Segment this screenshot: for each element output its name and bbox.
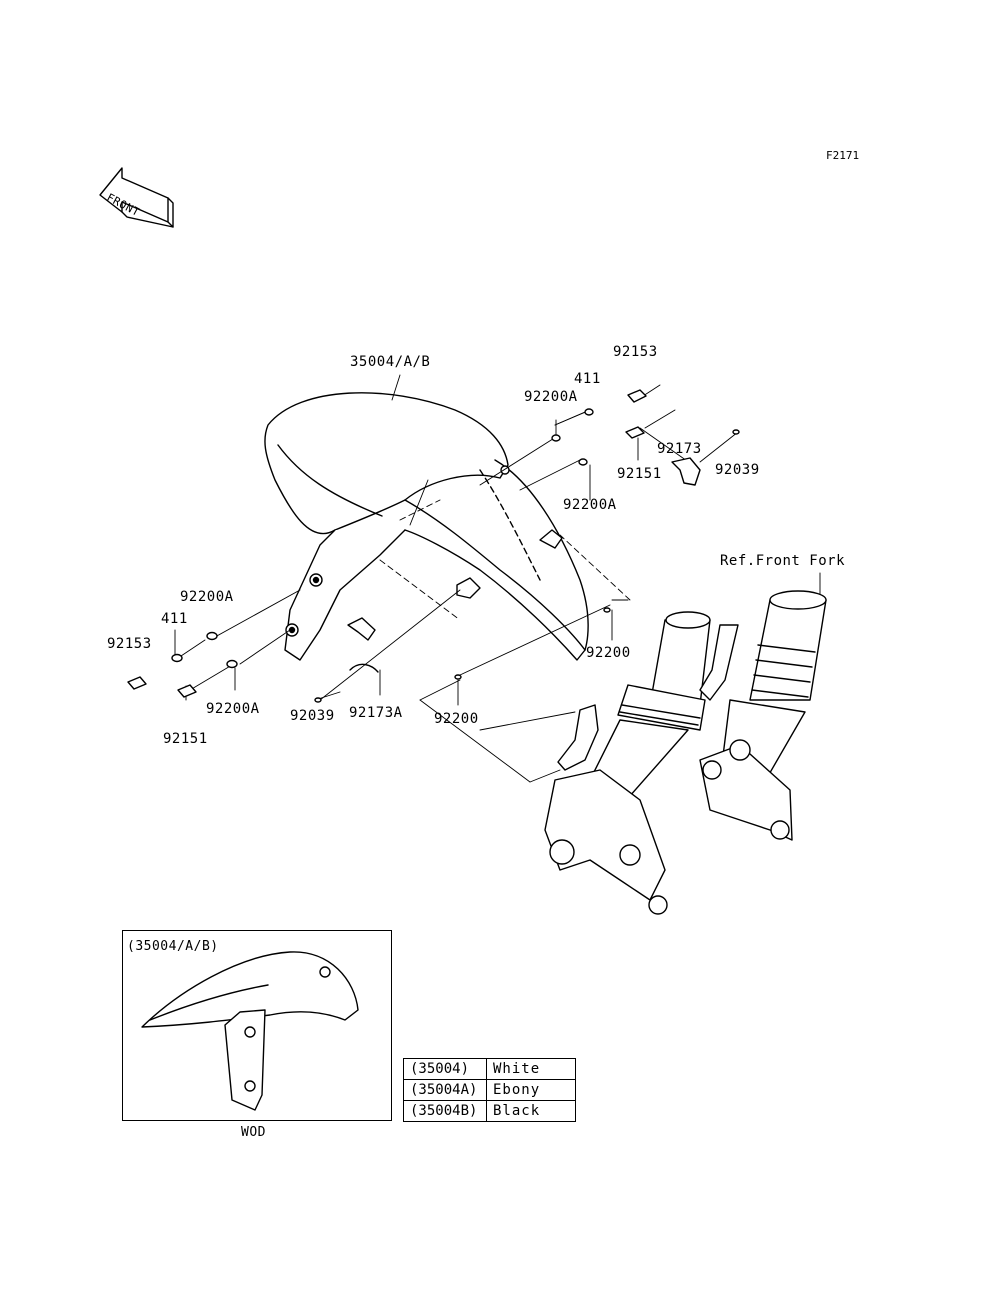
variant-code: (35004) <box>403 1058 487 1080</box>
callout-bolt-top: 92153 <box>613 344 658 360</box>
variant-color: Black <box>486 1100 576 1122</box>
hardware-parts <box>127 389 740 703</box>
callout-washer-left: 92200A <box>180 589 234 605</box>
callout-fender-main: 35004/A/B <box>350 354 431 370</box>
variant-code: (35004B) <box>403 1100 487 1122</box>
callout-washer-mid: 92200A <box>563 497 617 513</box>
inset-caption: WOD <box>241 1125 266 1140</box>
callout-washer-top: 92200A <box>524 389 578 405</box>
front-fender <box>264 392 589 661</box>
front-forks <box>544 590 827 915</box>
inset-fender-drawing <box>141 951 359 1111</box>
callout-nut-right: 92200 <box>586 645 631 661</box>
inset-title: (35004/A/B) <box>127 939 219 954</box>
table-row: (35004B) Black <box>403 1100 576 1122</box>
leader-lines <box>174 374 821 783</box>
variant-code: (35004A) <box>403 1079 487 1101</box>
table-row: (35004A) Ebony <box>403 1079 576 1101</box>
callout-bolt-top-b: 92151 <box>617 466 662 482</box>
table-row: (35004) White <box>403 1058 576 1080</box>
variant-color: Ebony <box>486 1079 576 1101</box>
variant-table: (35004) White (35004A) Ebony (35004B) Bl… <box>403 1058 576 1122</box>
reference-label: Ref.Front Fork <box>720 553 846 569</box>
callout-bracket-left: 92173A <box>349 705 403 721</box>
callout-washer-left-b: 92200A <box>206 701 260 717</box>
front-arrow-icon <box>99 167 174 228</box>
callout-screw-left: 92039 <box>290 708 335 724</box>
callout-screw-right: 92039 <box>715 462 760 478</box>
callout-bracket-right: 92173 <box>657 441 702 457</box>
callout-grommet-left: 411 <box>161 611 188 627</box>
figure-code: F2171 <box>826 149 860 162</box>
callout-nut-left: 92200 <box>434 711 479 727</box>
inset-box: (35004/A/B) <box>122 930 392 1121</box>
callout-bolt-left-b: 92151 <box>163 731 208 747</box>
callout-grommet-top: 411 <box>574 371 601 387</box>
variant-color: White <box>486 1058 576 1080</box>
callout-bolt-left: 92153 <box>107 636 152 652</box>
